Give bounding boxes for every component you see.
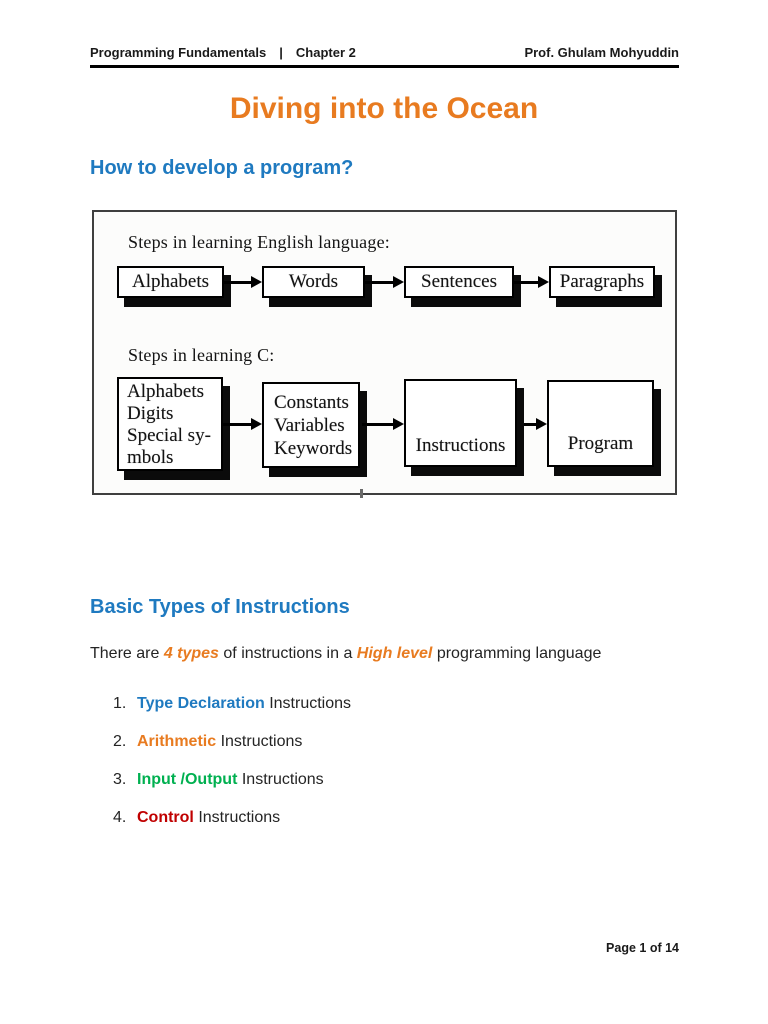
list-item: 3. Input /Output Instructions xyxy=(113,771,324,789)
page-number: Page 1 of 14 xyxy=(606,941,679,955)
list-term-input-output: Input /Output xyxy=(137,771,238,788)
list-rest: Instructions xyxy=(216,733,303,750)
flow-box-line: Alphabets xyxy=(127,381,205,402)
list-term-arithmetic: Arithmetic xyxy=(137,733,217,750)
flow-box-line: Constants xyxy=(274,391,349,413)
header-separator: | xyxy=(279,45,283,60)
arrow-right-icon xyxy=(365,276,404,289)
list-number: 3. xyxy=(113,771,127,788)
list-item: 2. Arithmetic Instructions xyxy=(113,733,302,751)
intro-paragraph: There are 4 types of instructions in a H… xyxy=(90,645,700,663)
list-rest: Instructions xyxy=(193,809,281,826)
list-rest: Instructions xyxy=(264,695,352,712)
flow-box-line: Variables xyxy=(274,414,345,436)
flow-box-program: Program xyxy=(547,380,654,467)
scan-artifact-tick xyxy=(360,489,363,498)
intro-text: programming language xyxy=(432,645,602,662)
document-title: Diving into the Ocean xyxy=(229,92,539,125)
flow-box-line: Special sy- xyxy=(127,425,211,446)
intro-emphasis-4-types: 4 types xyxy=(163,645,219,662)
arrow-right-icon xyxy=(362,418,404,431)
page-header: Programming Fundamentals | Chapter 2 Pro… xyxy=(90,45,679,68)
header-course: Programming Fundamentals xyxy=(90,45,267,60)
header-left: Programming Fundamentals | Chapter 2 xyxy=(90,45,356,60)
arrow-right-icon xyxy=(514,276,549,289)
diagram-row2-label: Steps in learning C: xyxy=(128,345,275,365)
list-item: 4. Control Instructions xyxy=(113,809,280,827)
flow-box-alphabets-digits-symbols: Alphabets Digits Special sy- mbols xyxy=(117,377,223,471)
flow-box-line: mbols xyxy=(127,447,174,468)
arrow-right-icon xyxy=(524,418,547,431)
list-number: 4. xyxy=(113,809,127,826)
list-term-type-declaration: Type Declaration xyxy=(137,695,265,712)
intro-text: There are xyxy=(90,645,164,662)
list-term-control: Control xyxy=(137,809,194,826)
arrow-right-icon xyxy=(223,418,262,431)
intro-emphasis-high-level: High level xyxy=(356,645,433,662)
section-heading-how-to-develop: How to develop a program? xyxy=(90,157,354,179)
flow-box-alphabets: Alphabets xyxy=(117,266,224,298)
diagram-row1-label: Steps in learning English language: xyxy=(128,232,390,252)
section-heading-basic-types: Basic Types of Instructions xyxy=(90,596,350,618)
header-author: Prof. Ghulam Mohyuddin xyxy=(524,45,679,60)
flow-box-sentences: Sentences xyxy=(404,266,514,298)
intro-text: of instructions in a xyxy=(218,645,357,662)
flow-box-constants-variables-keywords: Constants Variables Keywords xyxy=(262,382,360,468)
flow-box-instructions: Instructions xyxy=(404,379,517,467)
flow-box-line: Digits xyxy=(127,403,174,424)
flow-box-paragraphs: Paragraphs xyxy=(549,266,655,298)
list-number: 2. xyxy=(113,733,127,750)
header-right: Prof. Ghulam Mohyuddin xyxy=(524,45,679,60)
list-rest: Instructions xyxy=(237,771,324,788)
header-chapter: Chapter 2 xyxy=(295,45,356,60)
flow-box-line: Keywords xyxy=(274,437,353,459)
list-item: 1. Type Declaration Instructions xyxy=(113,695,351,713)
flow-diagram-figure: Steps in learning English language: Alph… xyxy=(92,210,677,498)
list-number: 1. xyxy=(113,695,127,712)
arrow-right-icon xyxy=(224,276,262,289)
flow-box-words: Words xyxy=(262,266,365,298)
